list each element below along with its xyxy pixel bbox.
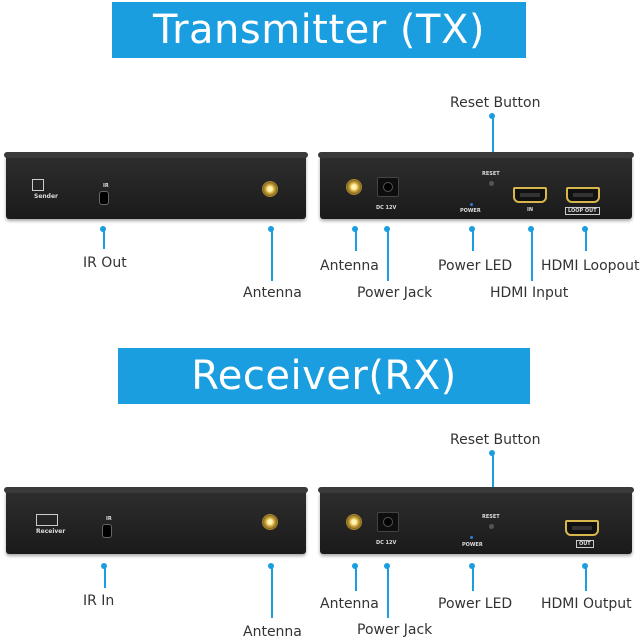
rx-antenna-left-line xyxy=(271,566,273,618)
tx-loop-out-text: LOOP OUT xyxy=(565,207,600,215)
tx-antenna-left-line xyxy=(271,229,273,281)
tx-antenna-left-connector xyxy=(262,181,278,197)
rx-antenna-right-connector xyxy=(346,514,362,530)
rx-right-panel: DC 12V RESET POWER OUT xyxy=(318,487,634,554)
tx-hdmi-input-label: HDMI Input xyxy=(490,285,569,301)
rx-reset-text: RESET xyxy=(482,514,500,520)
rx-out-text: OUT xyxy=(576,540,594,548)
tx-power-text: POWER xyxy=(460,208,481,214)
tx-in-text: IN xyxy=(527,207,534,213)
tx-antenna-right-connector xyxy=(346,179,362,195)
rx-hdmi-out-port xyxy=(565,520,599,536)
rx-reset-button xyxy=(489,524,494,529)
tx-hdmi-loopout-line xyxy=(585,229,587,251)
rx-ir-text: IR xyxy=(106,516,112,522)
rx-dc-text: DC 12V xyxy=(376,540,397,546)
tx-ir-out-line xyxy=(103,229,105,249)
rx-left-panel: Receiver IR xyxy=(4,487,308,554)
tx-reset-dot xyxy=(489,113,495,119)
rx-antenna-left-connector xyxy=(262,514,278,530)
tx-dc-text: DC 12V xyxy=(376,205,397,211)
tx-power-led xyxy=(470,203,473,206)
rx-reset-dot xyxy=(489,450,495,456)
tx-power-jack-label: Power Jack xyxy=(357,285,433,301)
tx-reset-text: RESET xyxy=(482,171,500,177)
rx-power-led-line xyxy=(472,566,474,591)
rx-reset-button-label: Reset Button xyxy=(450,432,541,448)
tx-left-panel: Sender IR xyxy=(4,152,308,219)
rx-hdmi-output-label: HDMI Output xyxy=(541,596,632,612)
tx-hdmi-loop-port xyxy=(566,187,600,203)
tx-reset-button-label: Reset Button xyxy=(450,95,541,111)
tx-sender-text: Sender xyxy=(34,193,58,200)
tx-antenna-right-line xyxy=(355,229,357,251)
rx-power-led xyxy=(470,536,473,539)
tx-ir-out-label: IR Out xyxy=(83,255,127,271)
tx-right-panel: DC 12V RESET POWER IN LOOP OUT xyxy=(318,152,634,219)
receiver-title: Receiver(RX) xyxy=(118,348,530,404)
tx-power-led-label: Power LED xyxy=(438,258,513,274)
rx-antenna-left-label: Antenna xyxy=(243,624,302,640)
rx-antenna-right-label: Antenna xyxy=(320,596,379,612)
rx-ir-in-line xyxy=(104,566,106,588)
tx-reset-line xyxy=(492,116,494,161)
rx-ir-in-label: IR In xyxy=(83,593,115,609)
rx-receiver-text: Receiver xyxy=(36,528,66,535)
transmitter-title: Transmitter (TX) xyxy=(112,2,526,58)
tx-power-jack-line xyxy=(387,229,389,281)
rx-power-jack xyxy=(377,512,399,532)
tx-logo-icon xyxy=(32,179,44,191)
rx-reset-line xyxy=(492,453,494,498)
tx-ir-text: IR xyxy=(103,183,109,189)
tx-antenna-left-label: Antenna xyxy=(243,285,302,301)
rx-power-jack-line xyxy=(387,566,389,618)
tx-power-jack xyxy=(377,177,399,197)
rx-power-jack-label: Power Jack xyxy=(357,622,433,638)
rx-antenna-right-line xyxy=(355,566,357,591)
tx-antenna-right-label: Antenna xyxy=(320,258,379,274)
tx-reset-button xyxy=(489,181,494,186)
tx-power-led-line xyxy=(472,229,474,251)
rx-logo-icon xyxy=(36,514,58,526)
rx-ir-port xyxy=(102,524,112,538)
tx-hdmi-in-port xyxy=(513,187,547,203)
tx-hdmi-loopout-label: HDMI Loopout xyxy=(541,258,640,274)
tx-hdmi-input-line xyxy=(531,229,533,281)
rx-power-text: POWER xyxy=(462,542,483,548)
rx-power-led-label: Power LED xyxy=(438,596,513,612)
rx-hdmi-output-line xyxy=(585,566,587,591)
tx-ir-port xyxy=(99,191,109,205)
